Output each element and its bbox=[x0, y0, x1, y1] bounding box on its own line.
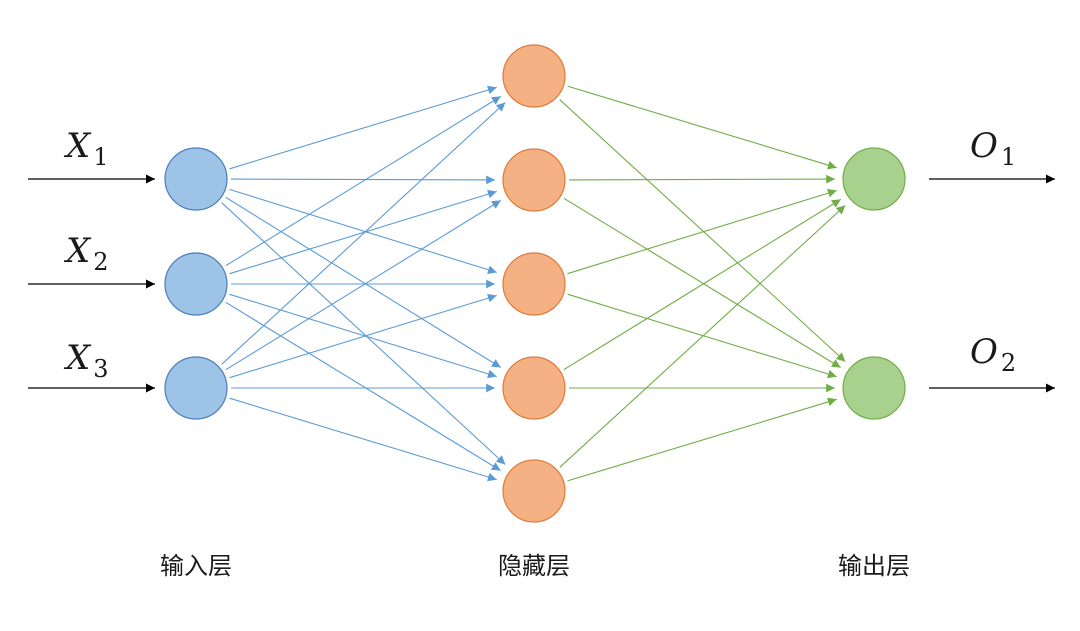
hidden-node-2 bbox=[502, 148, 566, 212]
edge-h1-o2 bbox=[559, 99, 846, 363]
input-node-1 bbox=[164, 147, 228, 211]
input-hidden-connections bbox=[221, 85, 506, 482]
edge-x3-h2 bbox=[225, 199, 502, 371]
nodes bbox=[164, 44, 906, 523]
hidden-node-4 bbox=[502, 356, 566, 420]
io-arrows bbox=[28, 174, 1055, 393]
input-layer-label: 输入层 bbox=[160, 552, 232, 580]
edge-h2-o1 bbox=[568, 174, 836, 184]
edge-x2-h4 bbox=[229, 293, 497, 379]
hidden-node-5 bbox=[502, 459, 566, 523]
edge-h5-o1 bbox=[559, 204, 846, 468]
edge-x1-h5 bbox=[221, 202, 506, 465]
hidden-node-1 bbox=[502, 44, 566, 108]
edge-h3-o1 bbox=[567, 188, 837, 275]
edge-h5-o2 bbox=[567, 397, 837, 482]
output-node-2 bbox=[842, 356, 906, 420]
edge-x1-h3 bbox=[229, 188, 497, 274]
edge-h2-o2 bbox=[563, 197, 841, 369]
edge-h4-o1 bbox=[563, 198, 842, 371]
edge-x3-h3 bbox=[229, 293, 497, 379]
edge-x2-h2 bbox=[229, 189, 497, 275]
edge-x2-h1 bbox=[225, 95, 502, 267]
hidden-node-3 bbox=[502, 252, 566, 316]
edge-x1-h1 bbox=[229, 85, 497, 170]
output-layer-label: 输出层 bbox=[838, 552, 910, 580]
hidden-output-connections bbox=[559, 85, 846, 482]
edge-x3-h5 bbox=[229, 397, 497, 482]
hidden-layer-label: 隐藏层 bbox=[498, 552, 570, 580]
input-node-3 bbox=[164, 356, 228, 420]
edge-x1-h4 bbox=[225, 196, 502, 368]
edge-h3-o2 bbox=[567, 293, 837, 379]
edge-h1-o1 bbox=[567, 85, 837, 170]
edge-x2-h5 bbox=[225, 301, 501, 472]
edge-x3-h1 bbox=[221, 102, 506, 365]
input-node-2 bbox=[164, 252, 228, 316]
output-node-1 bbox=[842, 147, 906, 211]
edge-x1-h2 bbox=[230, 175, 496, 185]
